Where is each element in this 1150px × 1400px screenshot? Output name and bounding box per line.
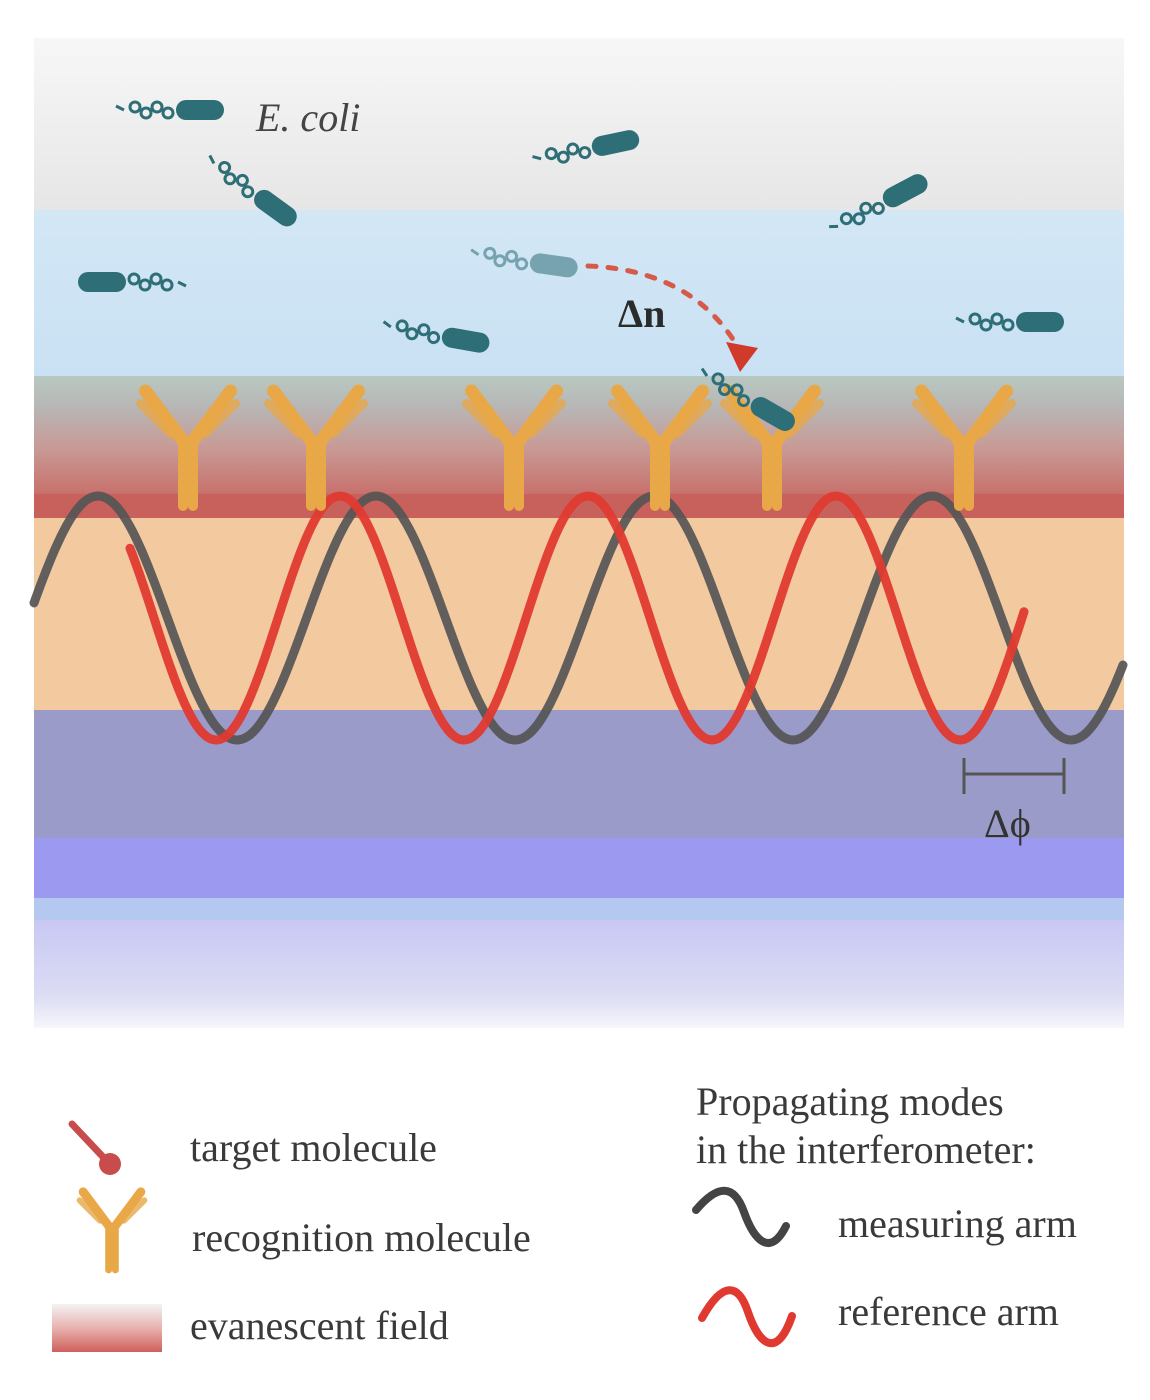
trajectory-dots (585, 263, 739, 347)
legend-recognition-icon (76, 1187, 148, 1274)
ecoli-bacterium (78, 272, 187, 292)
layer-stack (34, 38, 1124, 1028)
legend-evanescent-swatch (52, 1304, 162, 1352)
phase-shift-bracket (962, 758, 1066, 794)
waveguide-core-layer (34, 518, 1124, 710)
recognition-molecule (912, 384, 1016, 511)
evanescent-field-layer (34, 376, 1124, 496)
legend-target-label: target molecule (190, 1125, 437, 1170)
binding-trajectory (585, 263, 758, 372)
legend-evanescent-label: evanescent field (190, 1303, 449, 1348)
legend-modes-title-line1: Propagating modes (696, 1079, 1004, 1124)
legend-target-icon (68, 1120, 121, 1175)
substrate-layer-2 (34, 898, 1124, 920)
measuring-arm-wave (29, 491, 1128, 745)
recognition-molecule (608, 384, 712, 511)
substrate-layer-1 (34, 838, 1124, 898)
recognition-molecule (76, 1187, 148, 1274)
top-fade (34, 38, 1124, 212)
ecoli-bacterium (532, 130, 640, 164)
legend-reference-icon (698, 1286, 796, 1348)
ecoli-bacterium (470, 246, 578, 278)
recognition-molecule (136, 384, 240, 511)
reference-arm-wave (125, 491, 1029, 745)
ecoli-bacterium (700, 367, 795, 431)
ecoli-label: E. coli (256, 95, 361, 140)
trajectory-arrowhead (726, 342, 758, 372)
legend-reference-label: reference arm (838, 1289, 1059, 1334)
bacteria-group (78, 100, 1064, 431)
legend-recognition-label: recognition molecule (192, 1215, 531, 1260)
ecoli-bacterium (955, 312, 1064, 332)
sample-solution-layer (34, 210, 1124, 378)
ecoli-bacterium (829, 174, 928, 229)
recognition-molecule (720, 384, 824, 511)
recognition-molecules (136, 384, 1016, 511)
delta-n-label: Δn (618, 291, 666, 336)
ecoli-bacterium (208, 154, 297, 227)
recognition-molecule (264, 384, 368, 511)
legend-measuring-label: measuring arm (838, 1201, 1077, 1246)
ecoli-bacterium (382, 319, 490, 353)
legend-measuring-icon (692, 1186, 790, 1247)
substrate-layer-3 (34, 920, 1124, 1028)
delta-phi-label: Δϕ (984, 801, 1031, 846)
ecoli-bacterium (115, 100, 224, 120)
legend-modes-title-line2: in the interferometer: (696, 1127, 1036, 1172)
recognition-molecule (462, 384, 566, 511)
waves (29, 491, 1128, 745)
